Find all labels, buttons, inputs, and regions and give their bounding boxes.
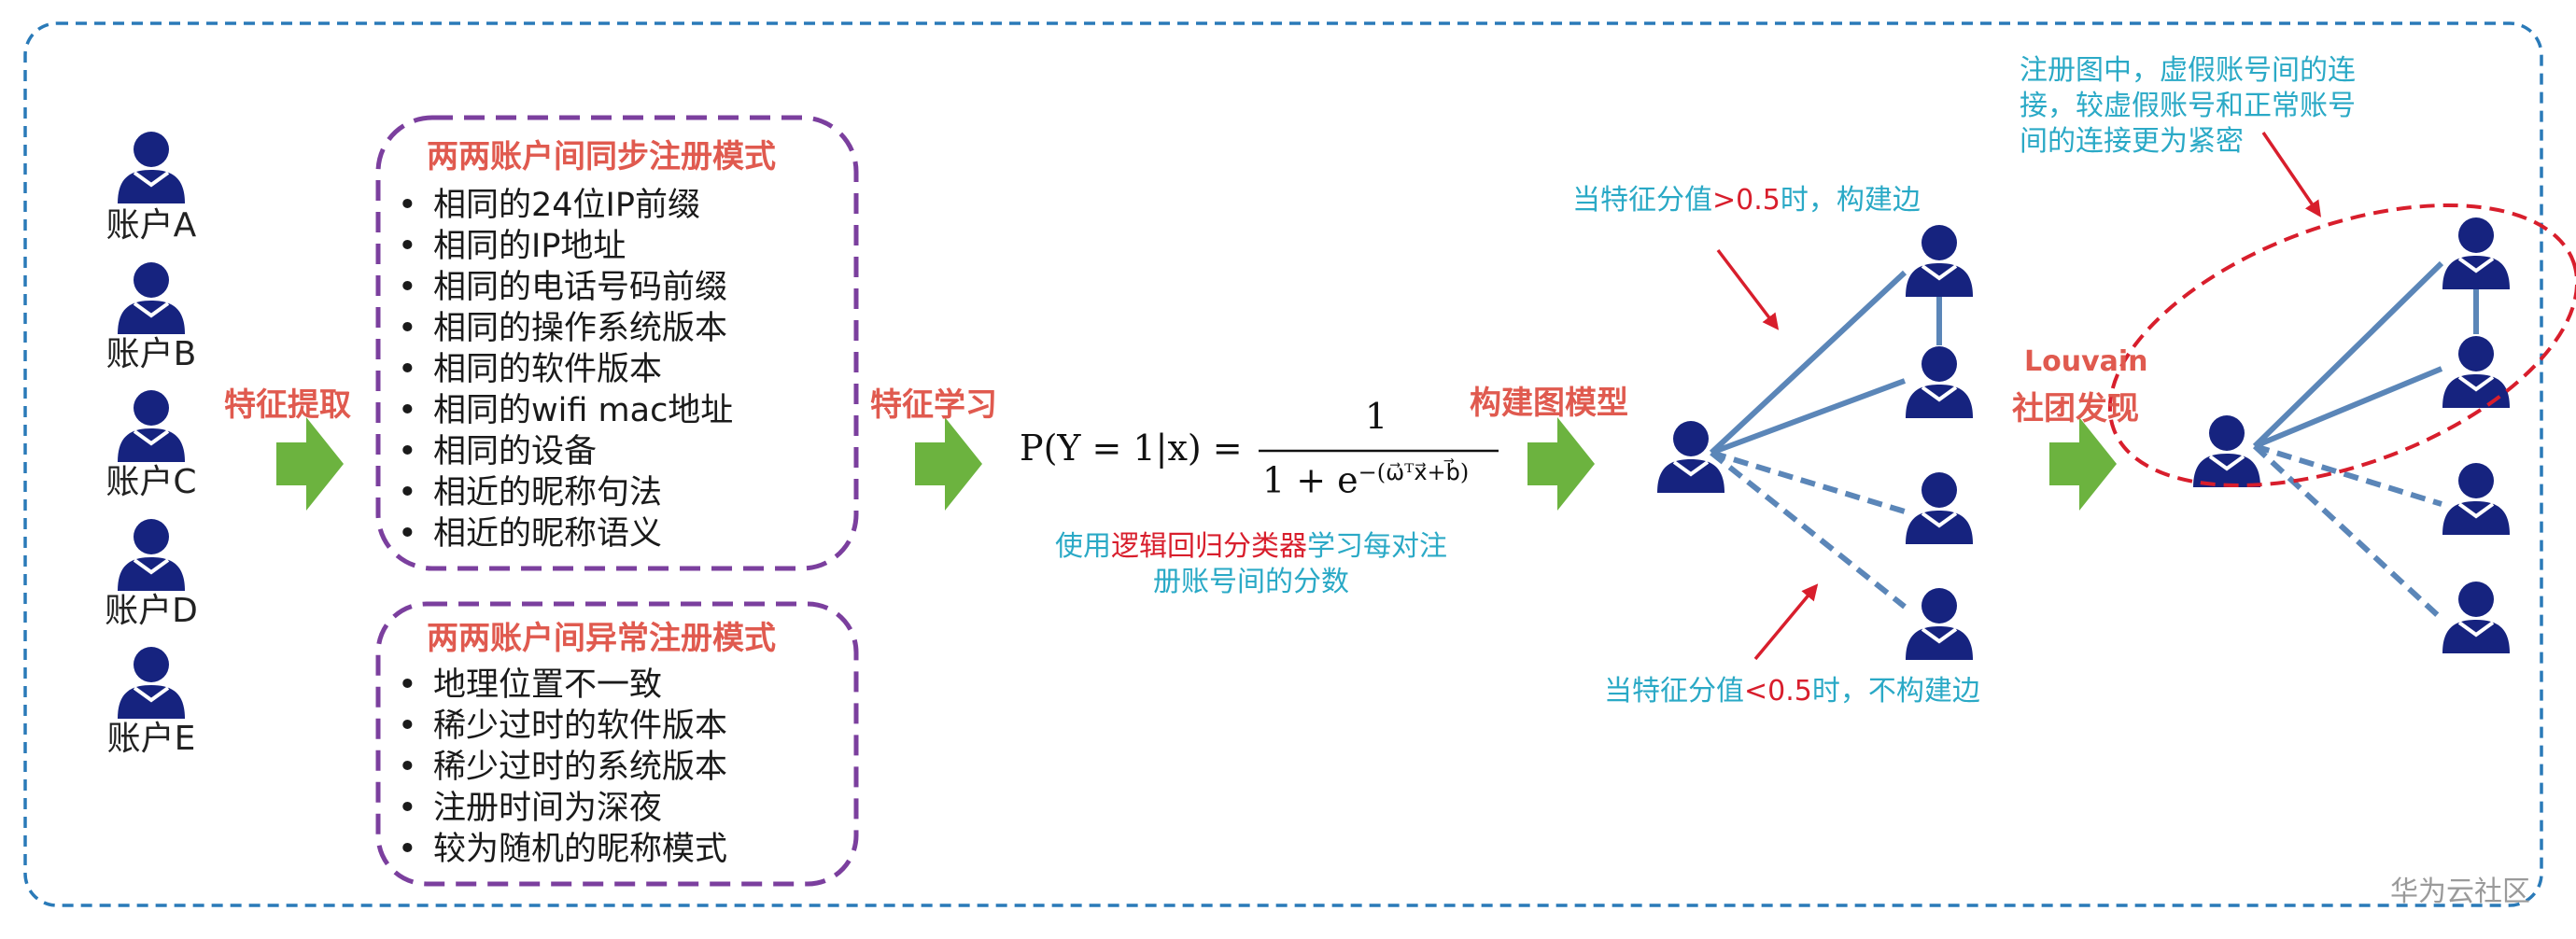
step-community-detection: 社团发现: [2012, 390, 2139, 427]
person-icon: [1904, 223, 1975, 297]
person-icon: [2441, 580, 2512, 653]
person-icon: [116, 517, 187, 591]
sync-box-title: 两两账户间同步注册模式: [427, 138, 776, 175]
person-icon: [116, 645, 187, 719]
anomaly-feature-list: 地理位置不一致 稀少过时的软件版本 稀少过时的系统版本 注册时间为深夜 较为随机…: [390, 665, 727, 870]
account-label: 账户E: [106, 720, 196, 758]
account-label: 账户D: [105, 592, 198, 630]
watermark: 华为云社区: [2390, 876, 2530, 908]
annotation-arrow: [1716, 248, 1780, 330]
person-icon: [116, 130, 187, 203]
formula-exponent: −(ω⃗ᵀx⃗+b⃗): [1358, 459, 1470, 485]
list-item: 相同的设备: [390, 431, 733, 472]
person-icon: [1904, 344, 1975, 418]
community-ellipse: [2107, 203, 2576, 487]
sync-feature-list: 相同的24位IP前缀 相同的IP地址 相同的电话号码前缀 相同的操作系统版本 相…: [390, 185, 733, 554]
list-item: 相同的软件版本: [390, 349, 733, 390]
arrow-icon: [1527, 417, 1595, 511]
person-icon: [1904, 470, 1975, 544]
formula-lhs: P(Y = 1|x) =: [1020, 427, 1243, 469]
account-label: 账户C: [106, 463, 197, 501]
edge-note-no-build: 当特征分值<0.5时，不构建边: [1604, 675, 1980, 708]
list-item: 相同的IP地址: [390, 226, 733, 267]
person-icon: [2191, 413, 2262, 487]
list-item: 相同的电话号码前缀: [390, 267, 733, 308]
list-item: 较为随机的昵称模式: [390, 829, 727, 870]
list-item: 相同的24位IP前缀: [390, 185, 733, 226]
list-item: 地理位置不一致: [390, 665, 727, 706]
outer-frame: [23, 21, 2543, 907]
step-build-graph: 构建图模型: [1470, 385, 1628, 422]
list-item: 相同的wifi mac地址: [390, 390, 733, 431]
anomaly-box-title: 两两账户间异常注册模式: [427, 620, 776, 657]
annotation-arrow: [1753, 583, 1819, 661]
person-icon: [116, 388, 187, 462]
formula-numerator: 1: [1365, 396, 1388, 437]
classifier-highlight: 逻辑回归分类器: [1111, 530, 1307, 563]
account-label: 账户A: [106, 206, 197, 245]
step-feature-extraction: 特征提取: [224, 386, 351, 424]
step-louvain: Louvain: [2024, 345, 2148, 378]
formula-denominator-base: 1 + e: [1262, 459, 1358, 501]
formula-denominator: 1 + e−(ω⃗ᵀx⃗+b⃗): [1262, 459, 1469, 501]
list-item: 相同的操作系统版本: [390, 308, 733, 349]
list-item: 稀少过时的系统版本: [390, 747, 727, 788]
step-feature-learning: 特征学习: [870, 386, 997, 424]
list-item: 稀少过时的软件版本: [390, 706, 727, 747]
person-icon: [116, 260, 187, 334]
anomaly-pattern-box: [375, 601, 859, 887]
arrow-icon: [276, 417, 344, 511]
classifier-note: 使用逻辑回归分类器学习每对注 册账号间的分数: [1055, 530, 1447, 598]
annotation-arrow: [2261, 132, 2321, 217]
community-note: 注册图中，虚假账号间的连 接，较虚假账号和正常账号 间的连接更为紧密: [2020, 54, 2356, 158]
graph-model: [1655, 223, 1975, 660]
account-label: 账户B: [106, 335, 197, 373]
edge-note-build: 当特征分值>0.5时，构建边: [1572, 184, 1921, 217]
arrow-icon: [2049, 417, 2117, 511]
arrow-icon: [915, 417, 982, 511]
sync-pattern-box: [375, 115, 859, 571]
person-icon: [1904, 586, 1975, 660]
list-item: 相近的昵称语义: [390, 513, 733, 554]
person-icon: [2441, 216, 2512, 289]
list-item: 注册时间为深夜: [390, 788, 727, 829]
community-graph: [2107, 203, 2576, 653]
list-item: 相近的昵称句法: [390, 472, 733, 513]
person-icon: [2441, 461, 2512, 535]
